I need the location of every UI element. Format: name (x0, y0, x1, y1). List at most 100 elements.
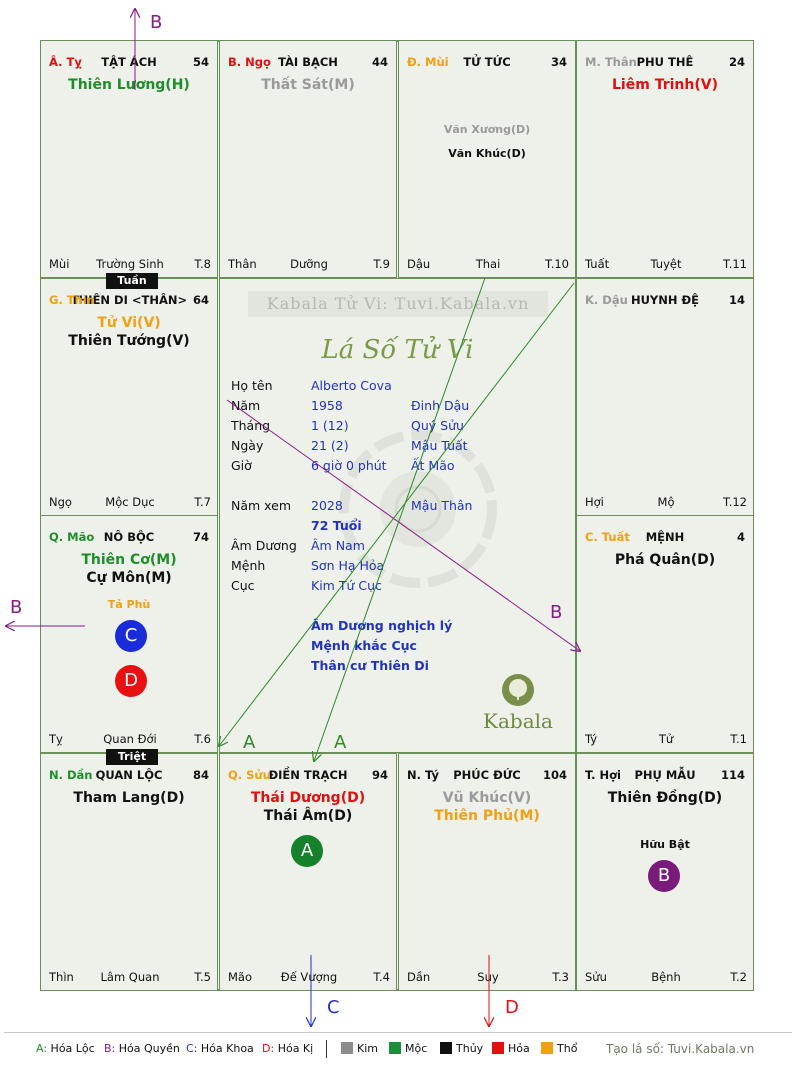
palace-can-chi: N. Dần (49, 768, 93, 782)
palace-stage: Quan Đới (103, 732, 157, 746)
hoa-loc-circle: A (291, 835, 323, 867)
palace-age: 74 (192, 530, 209, 544)
element-legend-item: Thổ (541, 1042, 577, 1055)
element-color-swatch (492, 1042, 504, 1054)
watermark-text: Kabala Tử Vi: Tuvi.Kabala.vn (248, 291, 548, 317)
palace-month: T.3 (552, 970, 569, 984)
info-value: 6 giờ 0 phút (311, 458, 387, 473)
element-name: Kim (357, 1042, 378, 1055)
palace-name: PHÚC ĐỨC (453, 768, 521, 782)
element-legend-item: Kim (341, 1042, 378, 1055)
legend-item: C: Hóa Khoa (186, 1042, 254, 1055)
element-name: Thủy (456, 1042, 484, 1055)
element-legend-item: Hỏa (492, 1042, 530, 1055)
palace-stage: Lâm Quan (100, 970, 160, 984)
element-color-swatch (440, 1042, 452, 1054)
palace-footer: Sửu Bệnh T.2 (585, 970, 747, 984)
hoa-quyen-circle: B (648, 860, 680, 892)
palace-can-chi: Q. Mão (49, 530, 95, 544)
palace-month: T.10 (545, 257, 569, 271)
palace-can-chi: K. Dậu (585, 293, 628, 307)
palace-age: 44 (371, 55, 388, 69)
legend-value: Hóa Quyền (118, 1042, 180, 1055)
hoa-ki-circle: D (115, 665, 147, 697)
info-label: Âm Dương (231, 538, 297, 553)
palace-age: 84 (192, 768, 209, 782)
major-star: Thiên Cơ(M) (81, 552, 177, 568)
legend-item: B: Hóa Quyền (104, 1042, 180, 1055)
palace-branch: Mùi (49, 257, 70, 271)
palace-age: 54 (192, 55, 209, 69)
legend-value: Hóa Khoa (200, 1042, 254, 1055)
palace-age: 64 (192, 293, 209, 307)
palace-can-chi: M. Thân (585, 55, 637, 69)
palace-name: ĐIỀN TRẠCH (268, 768, 348, 782)
palace-name: PHU THÊ (636, 55, 694, 69)
major-star: Thiên Phủ(M) (434, 808, 540, 824)
arrow-label-a1: A (243, 732, 256, 753)
minor-star: Hữu Bật (640, 838, 690, 851)
age-value: 72 Tuổi (311, 518, 362, 533)
element-color-swatch (541, 1042, 553, 1054)
palace-stage: Tử (658, 732, 674, 746)
chart-title: Lá Số Tử Vi (321, 335, 474, 365)
chart-note: Mệnh khắc Cục (311, 638, 417, 653)
palace-month: T.8 (194, 257, 211, 271)
major-star: Thái Âm(D) (263, 808, 353, 824)
element-color-swatch (341, 1042, 353, 1054)
palace-month: T.6 (194, 732, 211, 746)
legend-key: C: (186, 1042, 198, 1055)
palace-age: 4 (736, 530, 745, 544)
palace-stage: Dưỡng (290, 257, 328, 271)
info-value: 1 (12) (311, 418, 349, 433)
palace-can-chi: Â. Tỵ (49, 55, 82, 69)
nam-xem-value: 2028 (311, 498, 343, 513)
palace-stage: Bệnh (651, 970, 681, 984)
palace-branch: Sửu (585, 970, 607, 984)
chart-note: Âm Dương nghịch lý (311, 618, 453, 633)
info-label: Ngày (231, 438, 264, 453)
minor-star: Tả Phù (107, 598, 151, 611)
info-value: Âm Nam (311, 538, 365, 553)
legend-item: D: Hóa Kị (262, 1042, 313, 1055)
major-star: Phá Quân(D) (614, 552, 716, 568)
legend-key: B: (104, 1042, 116, 1055)
palace-branch: Mão (228, 970, 253, 984)
legend-separator (326, 1040, 327, 1058)
info-label: Tháng (231, 418, 271, 433)
palace-month: T.2 (730, 970, 747, 984)
major-star: Thiên Tướng(V) (68, 333, 190, 349)
minor-star: Văn Khúc(D) (448, 147, 526, 160)
palace-month: T.7 (194, 495, 211, 509)
palace-branch: Tuất (585, 257, 610, 271)
major-star: Vũ Khúc(V) (442, 790, 532, 806)
palace-branch: Thìn (49, 970, 74, 984)
element-legend-item: Mộc (389, 1042, 427, 1055)
palace-month: T.4 (373, 970, 390, 984)
info-value: 1958 (311, 398, 343, 413)
palace-branch: Hợi (585, 495, 604, 509)
palace-age: 94 (371, 768, 388, 782)
major-star: Thiên Lương(H) (68, 77, 190, 93)
palace-age: 24 (728, 55, 745, 69)
palace-branch: Dần (407, 970, 431, 984)
palace-stage: Đế Vượng (280, 970, 338, 984)
palace-stage: Thai (475, 257, 501, 271)
info-can-chi: Ất Mão (411, 458, 455, 473)
palace-name: THIÊN DI <THÂN> (70, 293, 188, 307)
